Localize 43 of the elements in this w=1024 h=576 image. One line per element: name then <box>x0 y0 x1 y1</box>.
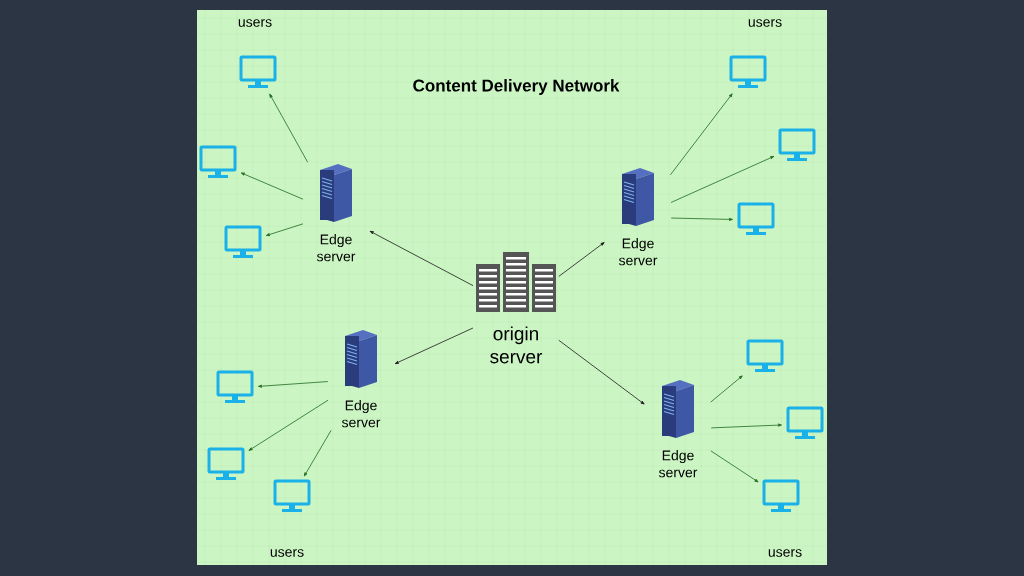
arrow <box>670 217 733 221</box>
monitor-icon <box>729 55 767 88</box>
monitor-icon <box>273 479 311 512</box>
users-label: users <box>270 549 304 557</box>
monitor-icon <box>199 145 237 178</box>
arrow <box>710 423 782 429</box>
monitor-icon <box>786 406 824 439</box>
diagram-title: Content Delivery Network <box>413 79 620 95</box>
monitor-icon <box>239 55 277 88</box>
arrow <box>269 93 309 163</box>
node-label: Edge server <box>618 238 658 266</box>
arrow <box>710 375 743 403</box>
monitor-icon <box>778 128 816 161</box>
users-label: users <box>238 19 272 27</box>
users-label: users <box>748 19 782 27</box>
monitor-icon <box>207 447 245 480</box>
arrow <box>240 172 304 200</box>
monitor-icon <box>224 225 262 258</box>
edge-server: Edge server <box>316 164 356 262</box>
arrow <box>558 339 645 405</box>
arrow <box>710 450 759 483</box>
node-label: Edge server <box>658 450 698 478</box>
node-label: Edge server <box>316 234 356 262</box>
node-label: origin server <box>490 326 543 364</box>
monitor-icon <box>737 202 775 235</box>
monitor-icon <box>746 339 784 372</box>
arrow <box>670 93 733 176</box>
monitor-icon <box>216 370 254 403</box>
arrow <box>265 223 304 236</box>
arrow <box>369 230 474 287</box>
arrow <box>394 327 474 365</box>
arrow <box>258 381 329 388</box>
origin-server: origin server <box>476 252 556 364</box>
arrow <box>303 429 332 477</box>
arrow <box>558 242 605 277</box>
arrow <box>248 399 329 451</box>
users-label: users <box>768 549 802 557</box>
arrow <box>670 156 775 203</box>
edge-server: Edge server <box>658 380 698 478</box>
edge-server: Edge server <box>341 330 381 428</box>
edge-server: Edge server <box>618 168 658 266</box>
monitor-icon <box>762 479 800 512</box>
node-label: Edge server <box>341 400 381 428</box>
